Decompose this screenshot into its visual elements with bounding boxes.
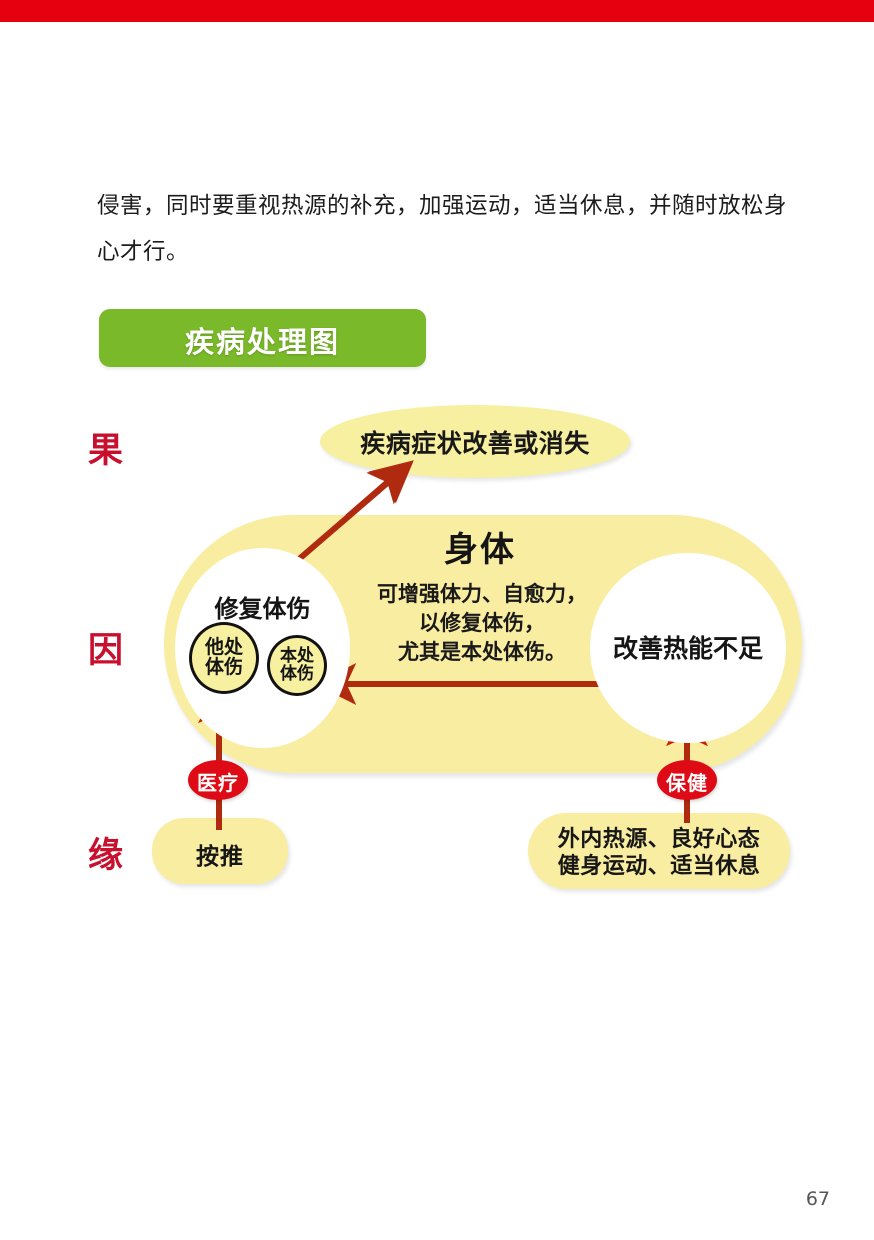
body-note-line-1: 可增强体力、自愈力，: [377, 582, 587, 606]
condition-box-massage: 按推: [152, 818, 288, 884]
top-red-bar: [0, 0, 874, 22]
bubble-local-line-1: 本处: [280, 646, 314, 666]
heat-circle-label: 改善热能不足: [612, 634, 763, 663]
bubble-other-line-2: 体伤: [204, 655, 243, 678]
row-label-result: 果: [88, 431, 125, 471]
body-note-line-3: 尤其是本处体伤。: [398, 640, 566, 664]
page-number: 67: [805, 1188, 830, 1210]
injury-bubble-local-site-label: 本处 体伤: [270, 646, 324, 684]
outcome-label: 疾病症状改善或消失: [360, 429, 590, 458]
injury-bubble-other-site: 他处 体伤: [189, 622, 259, 694]
condition-box-lifestyle: 外内热源、良好心态 健身运动、适当休息: [528, 813, 790, 889]
row-label-condition: 缘: [88, 836, 125, 876]
body-title: 身体: [444, 530, 516, 570]
badge-medical-label: 医疗: [197, 771, 239, 795]
badge-medical: 医疗: [188, 760, 248, 800]
lifestyle-line-2: 健身运动、适当休息: [557, 854, 761, 879]
repair-circle-label: 修复体伤: [214, 595, 311, 623]
heat-circle: 改善热能不足: [590, 553, 786, 743]
injury-bubble-local-site: 本处 体伤: [267, 635, 327, 696]
lifestyle-line-1: 外内热源、良好心态: [557, 827, 761, 852]
bubble-local-line-2: 体伤: [280, 663, 314, 684]
outcome-ellipse: 疾病症状改善或消失: [320, 405, 630, 478]
row-label-cause: 因: [88, 631, 125, 671]
section-title-banner: 疾病处理图: [99, 309, 426, 367]
injury-bubble-other-site-label: 他处 体伤: [192, 636, 256, 678]
badge-health: 保健: [657, 760, 717, 800]
badge-health-label: 保健: [666, 771, 708, 795]
body-note: 可增强体力、自愈力， 以修复体伤， 尤其是本处体伤。: [352, 580, 612, 667]
section-title-label: 疾病处理图: [184, 325, 340, 359]
bubble-other-line-1: 他处: [204, 636, 243, 658]
body-note-line-2: 以修复体伤，: [419, 611, 545, 635]
disease-treatment-diagram: 果 因 缘 疾病症状改善或消失: [0, 390, 874, 930]
condition-box-massage-label: 按推: [196, 844, 244, 870]
body-paragraph: 侵害，同时要重视热源的补充，加强运动，适当休息，并随时放松身心才行。: [97, 193, 788, 265]
condition-box-lifestyle-label: 外内热源、良好心态 健身运动、适当休息: [528, 826, 790, 880]
